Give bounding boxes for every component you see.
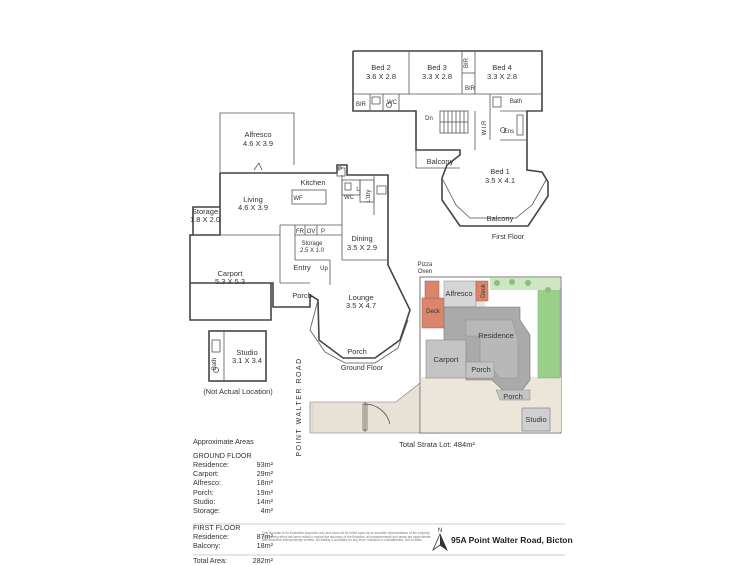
p-pantry-label: P (321, 229, 325, 235)
living-size: 4.6 X 3.9 (238, 203, 268, 212)
site-porch-label: Porch (471, 365, 491, 374)
site-deck2-label: Deck (481, 283, 487, 298)
area-row: Residence:93m² (193, 460, 273, 469)
site-alfresco-label: Alfresco (445, 289, 472, 298)
up-label: Up (320, 266, 328, 272)
approximate-areas: Approximate Areas GROUND FLOOR Residence… (193, 437, 273, 565)
living-label: Living (243, 195, 263, 204)
fr-label: FR (296, 229, 305, 235)
storage-small-size: 1.8 X 2.0 (190, 215, 220, 224)
areas-title: Approximate Areas (193, 437, 254, 446)
ground-floor-title: Ground Floor (341, 363, 384, 372)
storage-small-label: Storage (192, 207, 218, 216)
dn-label: Dn (425, 116, 433, 122)
ground-floor-areas-title: GROUND FLOOR (193, 451, 252, 460)
alfresco-label: Alfresco (244, 130, 271, 139)
site-residence-label: Residence (478, 331, 513, 340)
kitchen-label: Kitchen (300, 178, 325, 187)
bed4-size: 3.3 X 2.8 (487, 72, 517, 81)
carport-size: 5.3 X 5.3 (215, 277, 245, 286)
balcony-left-label: Balcony (427, 157, 454, 166)
bir-label: BIR (356, 102, 367, 108)
bir-label-3: BIR (465, 86, 476, 92)
studio-bath-label: Bath (212, 358, 218, 370)
site-deck-label: Deck (426, 309, 441, 315)
p-kitchen-label: P (338, 167, 342, 173)
ov-label: OV (307, 229, 316, 235)
area-row: Carport:29m² (193, 469, 273, 479)
site-total-label: Total Strata Lot: 484m² (399, 440, 475, 449)
site-plan: Pizza Oven Alfresco Deck Deck Residence … (296, 262, 562, 457)
dining-size: 3.5 X 2.9 (347, 243, 377, 252)
balcony-right-label: Balcony (487, 214, 514, 223)
total-area-row: Total Area:282m² (193, 555, 273, 565)
bed2-label: Bed 2 (371, 63, 391, 72)
site-studio (521, 407, 551, 432)
road-name: POINT WALTER ROAD (296, 357, 303, 456)
first-floor-title: First Floor (492, 232, 525, 241)
pizza-oven-line1: Pizza (418, 262, 433, 268)
north-label: N (438, 528, 442, 534)
area-row: Residence:87m² (193, 532, 273, 542)
bed1-size: 3.5 X 4.1 (485, 176, 515, 185)
ground-floor-plan: Alfresco 4.6 X 3.9 Living 4.6 X 3.9 Kitc… (189, 112, 411, 372)
carport-label: Carport (217, 269, 243, 278)
site-carport-label: Carport (433, 355, 459, 364)
l-label: L (356, 187, 360, 193)
storage-mid-label: Storage (301, 241, 323, 247)
entry-label: Entry (293, 263, 311, 272)
ens-label: Ens (504, 129, 514, 135)
area-row: Porch:19m² (193, 487, 273, 497)
area-row: Studio:14m² (193, 496, 273, 506)
wc-ground-label: WC (344, 195, 355, 201)
disclaimer: This floorplan is for illustrative purpo… (262, 531, 431, 543)
wir-label: W.I.R (482, 120, 488, 135)
dining-label: Dining (351, 234, 372, 243)
studio-plan: Bath Studio 3.1 X 3.4 (Not Actual Locati… (203, 330, 273, 396)
studio-label: Studio (236, 348, 257, 357)
bed3-size: 3.3 X 2.8 (422, 72, 452, 81)
porch-label: Porch (292, 291, 312, 300)
first-floor-areas-title: FIRST FLOOR (193, 523, 241, 533)
site-porch2-label: Porch (503, 392, 523, 401)
bed4-label: Bed 4 (492, 63, 512, 72)
area-row: Balcony:18m² (193, 541, 273, 551)
lawn (537, 287, 561, 379)
bed2-size: 3.6 X 2.8 (366, 72, 396, 81)
pizza-oven-line2: Oven (418, 269, 432, 275)
area-row: Alfresco:18m² (193, 478, 273, 488)
site-carport (425, 339, 467, 379)
site-studio-label: Studio (525, 415, 546, 424)
wf-label: WF (293, 196, 303, 202)
bed1-label: Bed 1 (490, 167, 510, 176)
bed3-label: Bed 3 (427, 63, 447, 72)
property-address: 95A Point Walter Road, Bicton (451, 535, 573, 545)
lounge-label: Lounge (348, 293, 373, 302)
storage-mid-size: 2.5 X 1.0 (300, 248, 325, 254)
studio-size: 3.1 X 3.4 (232, 356, 262, 365)
lounge-size: 3.5 X 4.7 (346, 301, 376, 310)
area-row: Storage:4m² (193, 506, 273, 516)
north-arrow-icon: N (432, 528, 448, 552)
bath-label: Bath (510, 99, 522, 105)
studio-note: (Not Actual Location) (203, 387, 273, 396)
porch2-label: Porch (347, 347, 367, 356)
bir-label-2: BIR (464, 57, 470, 68)
alfresco-size: 4.6 X 3.9 (243, 139, 273, 148)
ldry-label: L'dry (366, 190, 372, 203)
wc-label: WC (387, 100, 398, 106)
first-floor-plan: Bed 2 3.6 X 2.8 Bed 3 3.3 X 2.8 Bed 4 3.… (352, 50, 549, 241)
